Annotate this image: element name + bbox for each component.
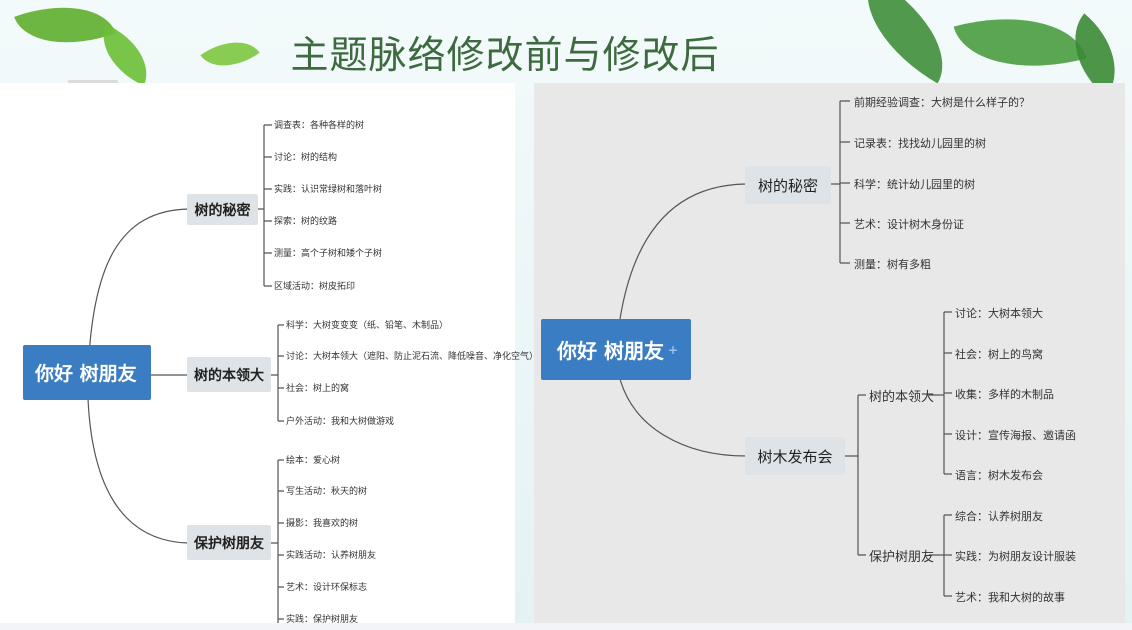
bottom-strip [0,623,1132,630]
branch-node-2: 树木发布会 [745,437,845,475]
subbranch-label: 保护树朋友 [869,550,935,565]
leaf-item: 讨论：大树本领大 [955,307,1043,320]
leaf-item: 讨论：大树本领大（遮阳、防止泥石流、降低噪音、净化空气） [286,352,539,362]
root-label: 你好 树朋友 [35,363,137,385]
bracket-branch-1 [258,124,272,287]
leaf-item: 科学：大树变变变（纸、铅笔、木制品） [286,321,449,331]
leaf-item: 社会：树上的鸟窝 [955,348,1043,361]
leaf-item: 语言：树木发布会 [955,469,1043,482]
bracket-branch-1 [830,100,850,264]
bracket-branch-2 [845,394,866,556]
leaf-item: 社会：树上的窝 [286,384,350,394]
plus-icon[interactable]: + [667,342,679,357]
leaf-item: 前期经验调查：大树是什么样子的？ [854,96,1030,109]
leaf-item: 实践：为树朋友设计服装 [955,550,1076,563]
leaf-item: 调查表：各种各样的树 [274,121,365,131]
leaf-item: 艺术：设计树木身份证 [854,218,964,231]
root-node: 你好 树朋友 [23,345,151,400]
leaf-item: 科学：统计幼儿园里的树 [854,178,975,191]
leaf-item: 测量：树有多粗 [854,258,931,271]
leaf-item: 艺术：我和大树的故事 [955,591,1065,604]
leaf-item: 记录表：找找幼儿园里的树 [854,137,986,150]
leaf-item: 设计：宣传海报、邀请函 [955,429,1076,442]
slide-title: 主题脉络修改前与修改后 [290,33,720,77]
bracket-branch-2 [271,324,284,422]
leaf-item: 绘本：爱心树 [286,456,341,466]
branch-label: 树的秘密 [194,202,251,219]
bracket-sub-1 [929,311,952,475]
leaf-item: 艺术：设计环保标志 [286,583,368,593]
leaf-item: 区域活动：树皮拓印 [274,282,356,292]
connector-root-branch-1 [619,183,747,320]
branch-node-1: 树的秘密 [187,194,258,225]
connector-root-branch-1 [87,208,189,376]
bracket-sub-2 [929,514,952,597]
branch-label: 保护树朋友 [194,535,264,552]
branch-node-1: 树的秘密 [745,166,831,204]
leaf-item: 讨论：树的结构 [274,153,338,163]
branch-node-3: 保护树朋友 [187,525,271,560]
leaf-item: 综合：认养树朋友 [955,510,1043,523]
leaf-item: 实践：认识常绿树和落叶树 [274,185,383,195]
leaf-item: 户外活动：我和大树做游戏 [286,417,395,427]
branch-label: 树的秘密 [757,176,818,195]
root-label: 你好 树朋友 [557,339,664,363]
subbranch-label: 树的本领大 [869,390,935,405]
mindmap-after: 你好 树朋友 + 树的秘密 树木发布会 前期经验调查：大树是什么样子的？ 记录表… [534,83,1125,623]
branch-node-2: 树的本领大 [187,357,271,392]
mindmap-after-connectors [619,100,952,597]
connector-root-branch-2 [619,378,747,457]
leaf-item: 测量：高个子树和矮个子树 [274,249,383,259]
mindmap-before-connectors [87,124,284,623]
leaf-item: 实践：保护树朋友 [286,615,359,625]
root-node: 你好 树朋友 + [541,319,691,380]
bracket-branch-3 [271,459,284,623]
mindmap-before: 你好 树朋友 树的秘密 树的本领大 保护树朋友 调查表：各种各样的树 讨论：树的… [0,83,538,625]
leaf-item: 写生活动：秋天的树 [286,487,368,497]
branch-label: 树的本领大 [194,367,264,384]
leaf-item: 摄影：我喜欢的树 [286,519,359,529]
connector-root-branch-3 [87,398,189,544]
leaf-item: 实践活动：认养树朋友 [286,551,377,561]
branch-label: 树木发布会 [757,447,833,466]
leaf-item: 收集：多样的木制品 [955,388,1054,401]
leaf-item: 探索：树的纹路 [274,217,338,227]
